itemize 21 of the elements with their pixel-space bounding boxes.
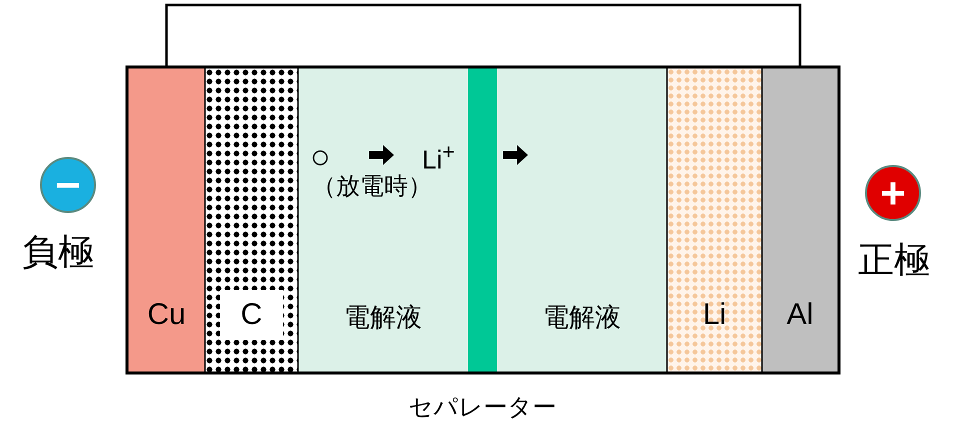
terminal-label: 負極: [22, 230, 94, 274]
terminal-sign: −: [40, 157, 96, 213]
layer-label: Cu: [146, 298, 187, 332]
lithium-layer: [667, 68, 762, 372]
electrolyte-layer: [497, 68, 667, 372]
electrolyte-layer: [298, 68, 468, 372]
layer-label: C: [220, 290, 283, 340]
layer-label: Al: [786, 298, 814, 332]
aluminium-layer: [762, 68, 838, 372]
carbon-layer: [205, 68, 298, 372]
wire: [165, 4, 802, 68]
terminal-sign: +: [865, 165, 921, 221]
separator-label: セパレーター: [408, 393, 558, 423]
note-text: （放電時）: [312, 175, 432, 199]
ion-label: Li$^{+}$: [422, 141, 455, 173]
layer-label: 電解液: [542, 301, 622, 334]
layer-label: Li: [702, 298, 728, 332]
copper-layer: [128, 68, 205, 372]
vacancy-symbol: ○: [310, 140, 331, 174]
layer-label: 電解液: [343, 301, 423, 334]
terminal-label: 正極: [858, 238, 930, 282]
